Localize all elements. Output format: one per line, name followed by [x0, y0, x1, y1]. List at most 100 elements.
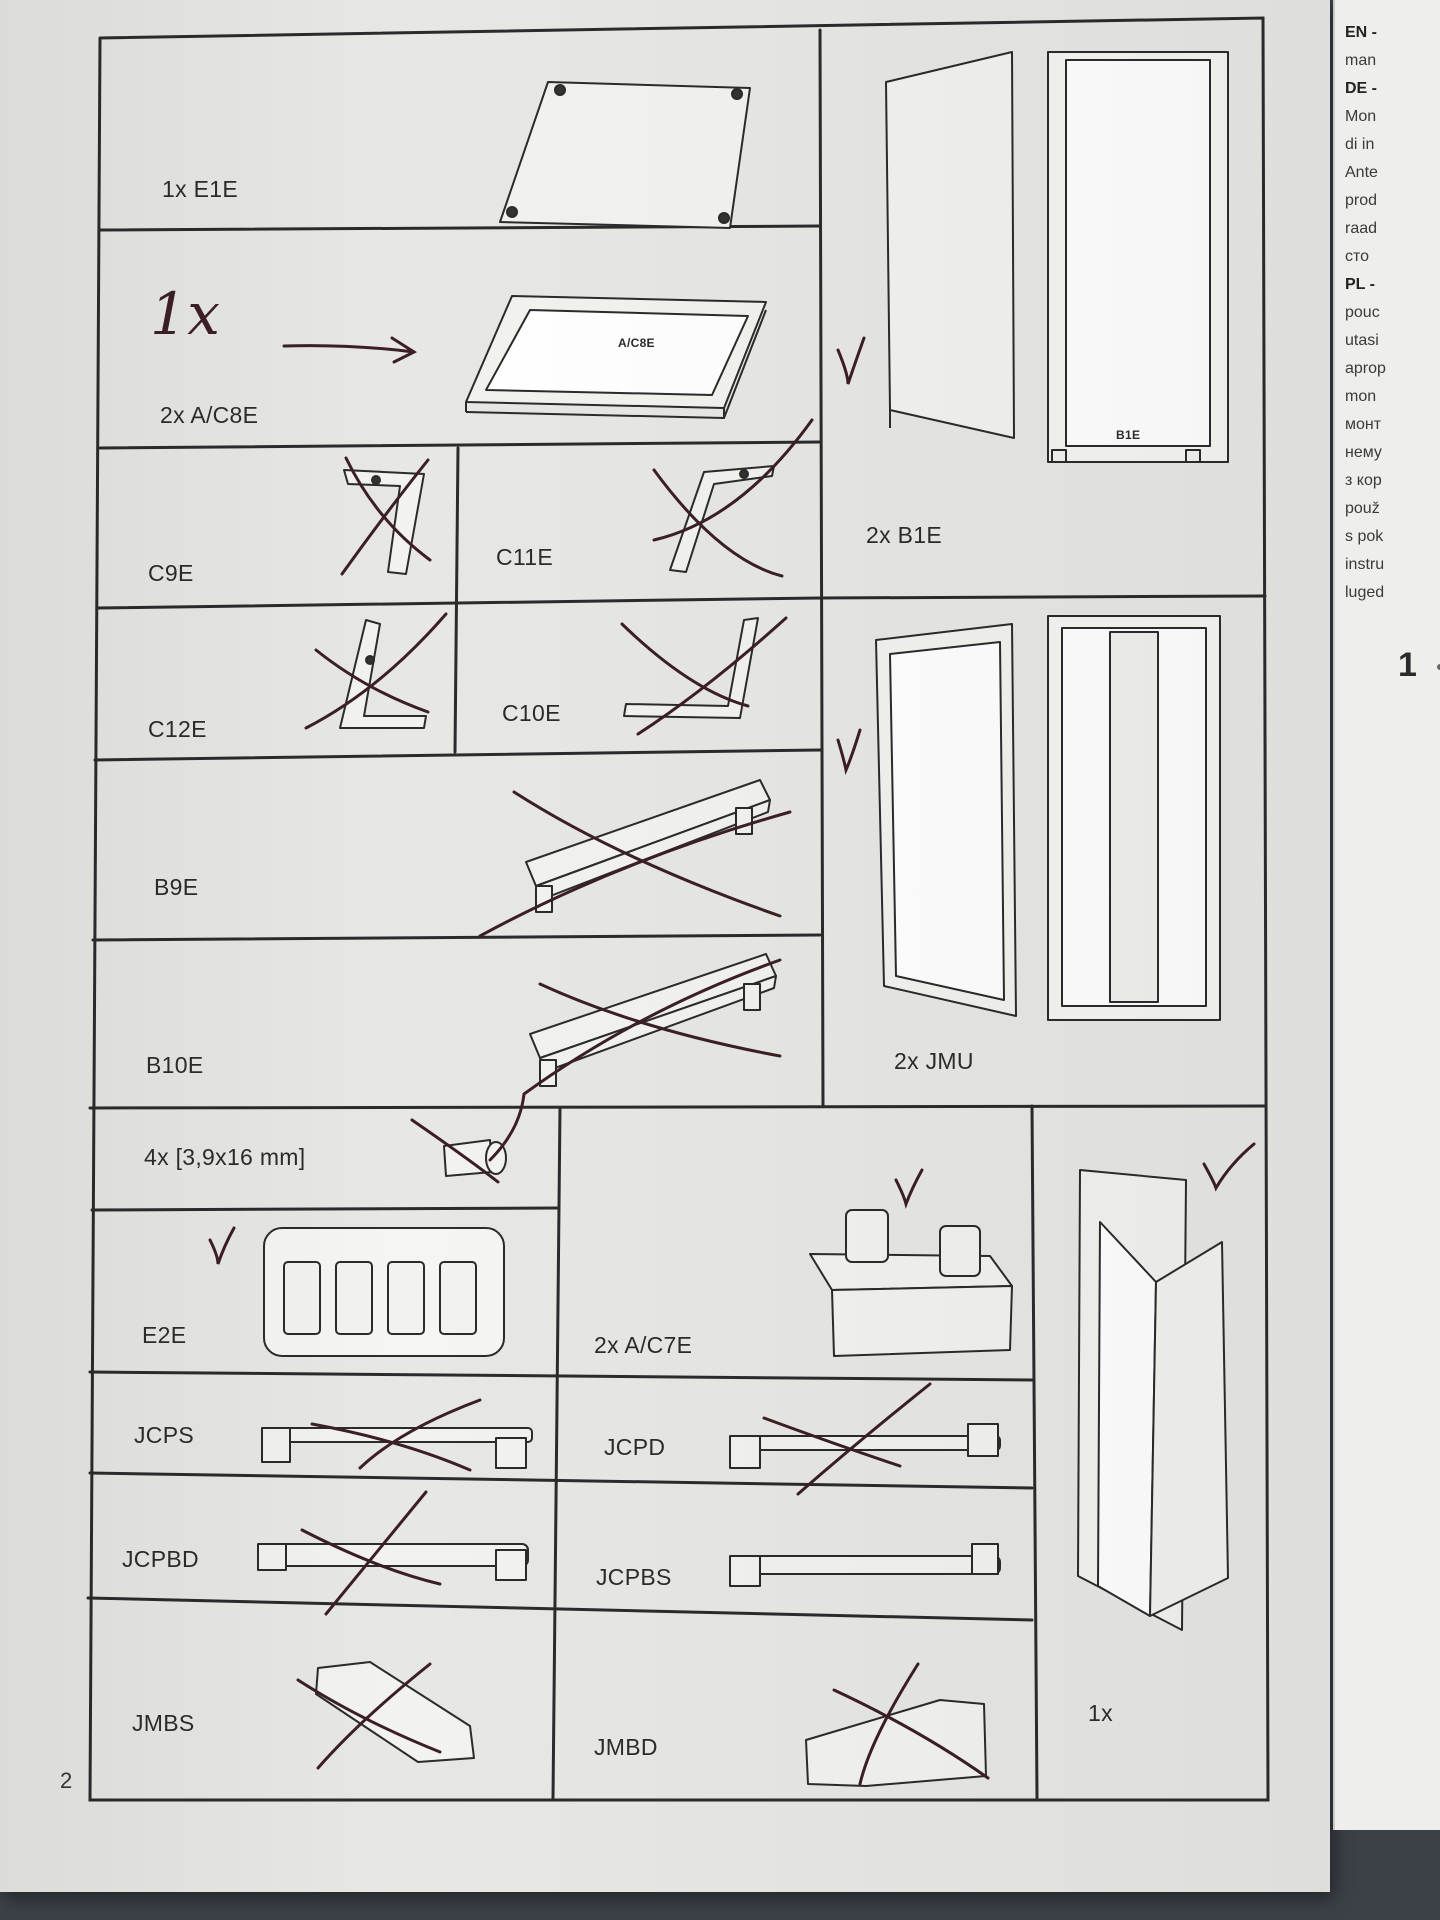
next-page-line: man [1345, 52, 1377, 69]
label-e2e: E2E [142, 1322, 187, 1348]
c10e-bracket [623, 617, 759, 719]
label-ac8e: 2x A/C8E [160, 402, 259, 428]
divider [1030, 1104, 1039, 1800]
divider [90, 1206, 560, 1212]
label-jmbs: JMBS [132, 1710, 195, 1736]
label-jcpbs: JCPBS [596, 1564, 672, 1590]
e1e-plate [499, 81, 751, 229]
divider [88, 1104, 1267, 1110]
cross-mark [832, 1662, 990, 1786]
b9e-rail [525, 779, 771, 913]
label-b10e: B10E [146, 1052, 204, 1078]
divider [95, 596, 822, 610]
jmu-frame [875, 615, 1221, 1021]
label-e1e: 1x E1E [162, 176, 238, 202]
cross-mark [296, 1662, 442, 1770]
label-screws: 4x [3,9x16 mm] [144, 1144, 306, 1170]
next-page-step: 1 [1398, 646, 1417, 684]
divider [93, 748, 822, 762]
next-page-line: prod [1345, 192, 1378, 209]
next-page-line: EN - [1345, 24, 1377, 41]
label-jmu: 2x JMU [894, 1048, 974, 1074]
label-b9e: B9E [154, 874, 199, 900]
divider [91, 933, 822, 942]
label-b1e-stamp: B1E [1116, 428, 1141, 442]
cross-mark [478, 790, 792, 938]
next-page-line: použ [1345, 500, 1380, 517]
cross-mark [300, 1490, 442, 1616]
jcpbs-clip [729, 1543, 1001, 1587]
divider [98, 440, 822, 450]
b10e-rail [529, 953, 777, 1087]
cross-mark [310, 1398, 482, 1472]
label-jmbd: JMBD [594, 1734, 658, 1760]
c9e-bracket [343, 469, 425, 575]
label-c12e: C12E [148, 716, 207, 742]
divider [551, 1106, 562, 1800]
jcpd-clip [729, 1423, 1001, 1469]
next-page-line: pouc [1345, 304, 1380, 321]
handwriting [208, 336, 1256, 1786]
label-jcpd: JCPD [604, 1434, 666, 1460]
cross-mark [652, 418, 814, 578]
e2e-tray [263, 1227, 505, 1357]
ac7e-clip [809, 1209, 1013, 1357]
label-panel: 1x [1088, 1700, 1113, 1726]
divider [818, 28, 825, 1108]
next-page-line: з кор [1345, 472, 1382, 489]
next-page-line: mon [1345, 388, 1377, 405]
divider [818, 594, 1267, 600]
jcps-clip [261, 1427, 533, 1469]
next-page-line: aprop [1345, 360, 1386, 377]
check-mark [208, 1226, 236, 1265]
label-c10e: C10E [502, 700, 561, 726]
divider [453, 446, 460, 754]
cross-mark [340, 456, 432, 576]
cross-mark [410, 1118, 500, 1184]
next-page-sliver: EN - man DE - Mon di in Ante prod raad сто PL - po… [1333, 0, 1440, 1830]
jcpbd-clip [257, 1543, 529, 1581]
next-page-line: нему [1345, 444, 1382, 461]
check-mark [836, 336, 866, 385]
next-page-line: instru [1345, 556, 1385, 573]
next-page-line: сто [1345, 248, 1370, 265]
handwritten-arrow [282, 336, 418, 364]
cross-mark [762, 1382, 932, 1496]
cross-mark [620, 616, 788, 736]
next-page-line: raad [1345, 220, 1378, 237]
handwritten-note: 1x [150, 280, 221, 348]
check-mark [894, 1168, 924, 1210]
folded-panel [1077, 1169, 1229, 1631]
parts-drawing [86, 16, 1270, 1802]
label-b1e: 2x B1E [866, 522, 942, 548]
label-c9e: C9E [148, 560, 194, 586]
label-ac8e-stamp: A/C8E [618, 336, 655, 350]
next-page-dot [1437, 664, 1440, 670]
next-page-line: di in [1345, 136, 1375, 153]
label-c11e: C11E [496, 544, 554, 570]
divider [86, 1596, 1034, 1622]
label-ac7e: 2x A/C7E [594, 1332, 693, 1358]
label-jcpbd: JCPBD [122, 1546, 199, 1572]
label-jcps: JCPS [134, 1422, 194, 1448]
cross-mark [488, 958, 782, 1162]
next-page-line: Ante [1345, 164, 1378, 181]
next-page-line: Mon [1345, 108, 1377, 125]
next-page-line: DE - [1345, 80, 1377, 97]
b1e-panel [885, 51, 1229, 463]
next-page-line: s pok [1345, 528, 1384, 545]
jmbd-connector [805, 1699, 987, 1787]
check-mark [1202, 1142, 1256, 1192]
c12e-bracket [339, 619, 427, 729]
screw-icon [443, 1139, 507, 1177]
next-page-line: PL - [1345, 276, 1375, 293]
frame-outline [88, 16, 1270, 1802]
page-number: 2 [60, 1768, 73, 1793]
divider [88, 1471, 1034, 1490]
check-mark [836, 728, 862, 776]
ac8e-tray [465, 295, 767, 419]
next-page-line: luged [1345, 584, 1385, 601]
cross-mark [304, 612, 448, 730]
next-page-line: utasi [1345, 332, 1379, 349]
next-page-line: монт [1345, 416, 1382, 433]
